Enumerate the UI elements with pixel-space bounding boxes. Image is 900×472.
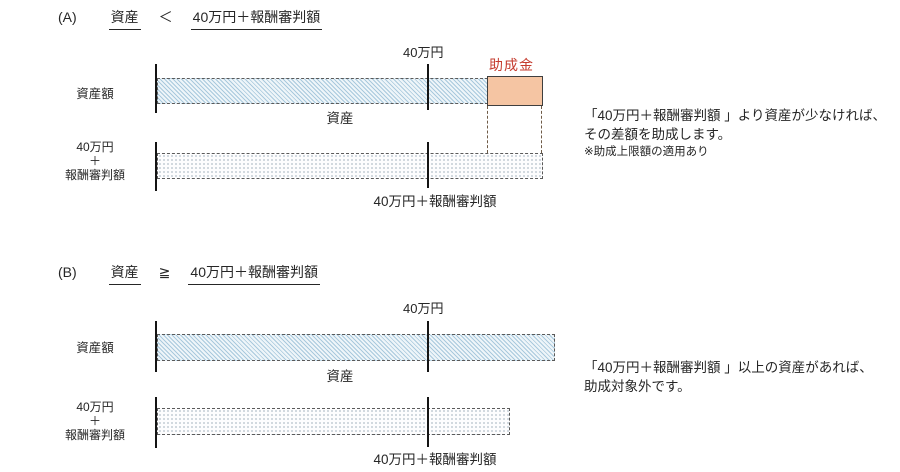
- axis-line-a1: [155, 64, 157, 113]
- guide-line-left: [487, 106, 488, 153]
- threshold-line-a1: [427, 64, 429, 110]
- threshold-line-b2: [427, 397, 429, 447]
- section-a-term-threshold: 40万円＋報酬審判額: [190, 7, 323, 30]
- note-b: 「40万円＋報酬審判額 」以上の資産があれば、 助成対象外です。: [584, 358, 873, 396]
- subsidy-box: [487, 76, 543, 106]
- section-a-operator: ＜: [158, 9, 173, 25]
- bar-caption-threshold-b: 40万円＋報酬審判額: [373, 452, 497, 467]
- bar-caption-threshold-a: 40万円＋報酬審判額: [373, 194, 497, 209]
- row-label-threshold-a-line1: 40万円: [76, 140, 114, 154]
- threshold-bar-a: [157, 153, 543, 179]
- asset-bar-a: [157, 78, 488, 104]
- section-b-tag: (B): [58, 264, 77, 280]
- note-a-line2: その差額を助成します。: [584, 127, 732, 142]
- guide-line-right: [541, 106, 542, 153]
- threshold-line-a2: [427, 142, 429, 188]
- section-b-term-threshold: 40万円＋報酬審判額: [188, 262, 320, 285]
- axis-line-b2: [155, 397, 157, 448]
- bar-caption-asset-a: 資産: [326, 111, 354, 126]
- note-b-line1: 「40万円＋報酬審判額 」以上の資産があれば、: [584, 360, 873, 375]
- row-label-threshold-a: 40万円 ＋ 報酬審判額: [56, 140, 134, 182]
- section-a-heading: (A) 資産 ＜ 40万円＋報酬審判額: [58, 7, 323, 30]
- row-label-threshold-b-line1: 40万円: [76, 400, 114, 414]
- bar-caption-asset-b: 資産: [326, 369, 354, 384]
- note-a: 「40万円＋報酬審判額 」より資産が少なければ、 その差額を助成します。 ※助成…: [584, 106, 886, 160]
- row-label-threshold-a-line2: ＋: [88, 154, 101, 168]
- section-a-term-asset: 資産: [108, 7, 141, 30]
- row-label-asset-b: 資産額: [76, 341, 114, 355]
- row-label-threshold-b: 40万円 ＋ 報酬審判額: [56, 400, 134, 442]
- axis-line-a2: [155, 142, 157, 191]
- section-a-tag: (A): [58, 9, 77, 25]
- row-label-threshold-a-line3: 報酬審判額: [64, 168, 125, 182]
- row-label-threshold-b-line2: ＋: [88, 414, 101, 428]
- threshold-bar-b: [157, 408, 510, 435]
- row-label-asset-a: 資産額: [76, 87, 114, 101]
- section-b-term-asset: 資産: [108, 262, 141, 285]
- axis-line-b1: [155, 321, 157, 372]
- section-b-operator: ≧: [158, 264, 171, 280]
- asset-bar-b: [157, 334, 555, 361]
- threshold-label-b: 40万円: [403, 301, 444, 316]
- threshold-label-a: 40万円: [403, 45, 444, 60]
- subsidy-label: 助成金: [489, 57, 534, 73]
- section-b-heading: (B) 資産 ≧ 40万円＋報酬審判額: [58, 262, 320, 285]
- row-label-threshold-b-line3: 報酬審判額: [64, 428, 125, 442]
- threshold-line-b1: [427, 321, 429, 372]
- note-a-footnote: ※助成上限額の適用あり: [584, 146, 709, 158]
- note-a-line1: 「40万円＋報酬審判額 」より資産が少なければ、: [584, 108, 886, 123]
- note-b-line2: 助成対象外です。: [584, 379, 691, 394]
